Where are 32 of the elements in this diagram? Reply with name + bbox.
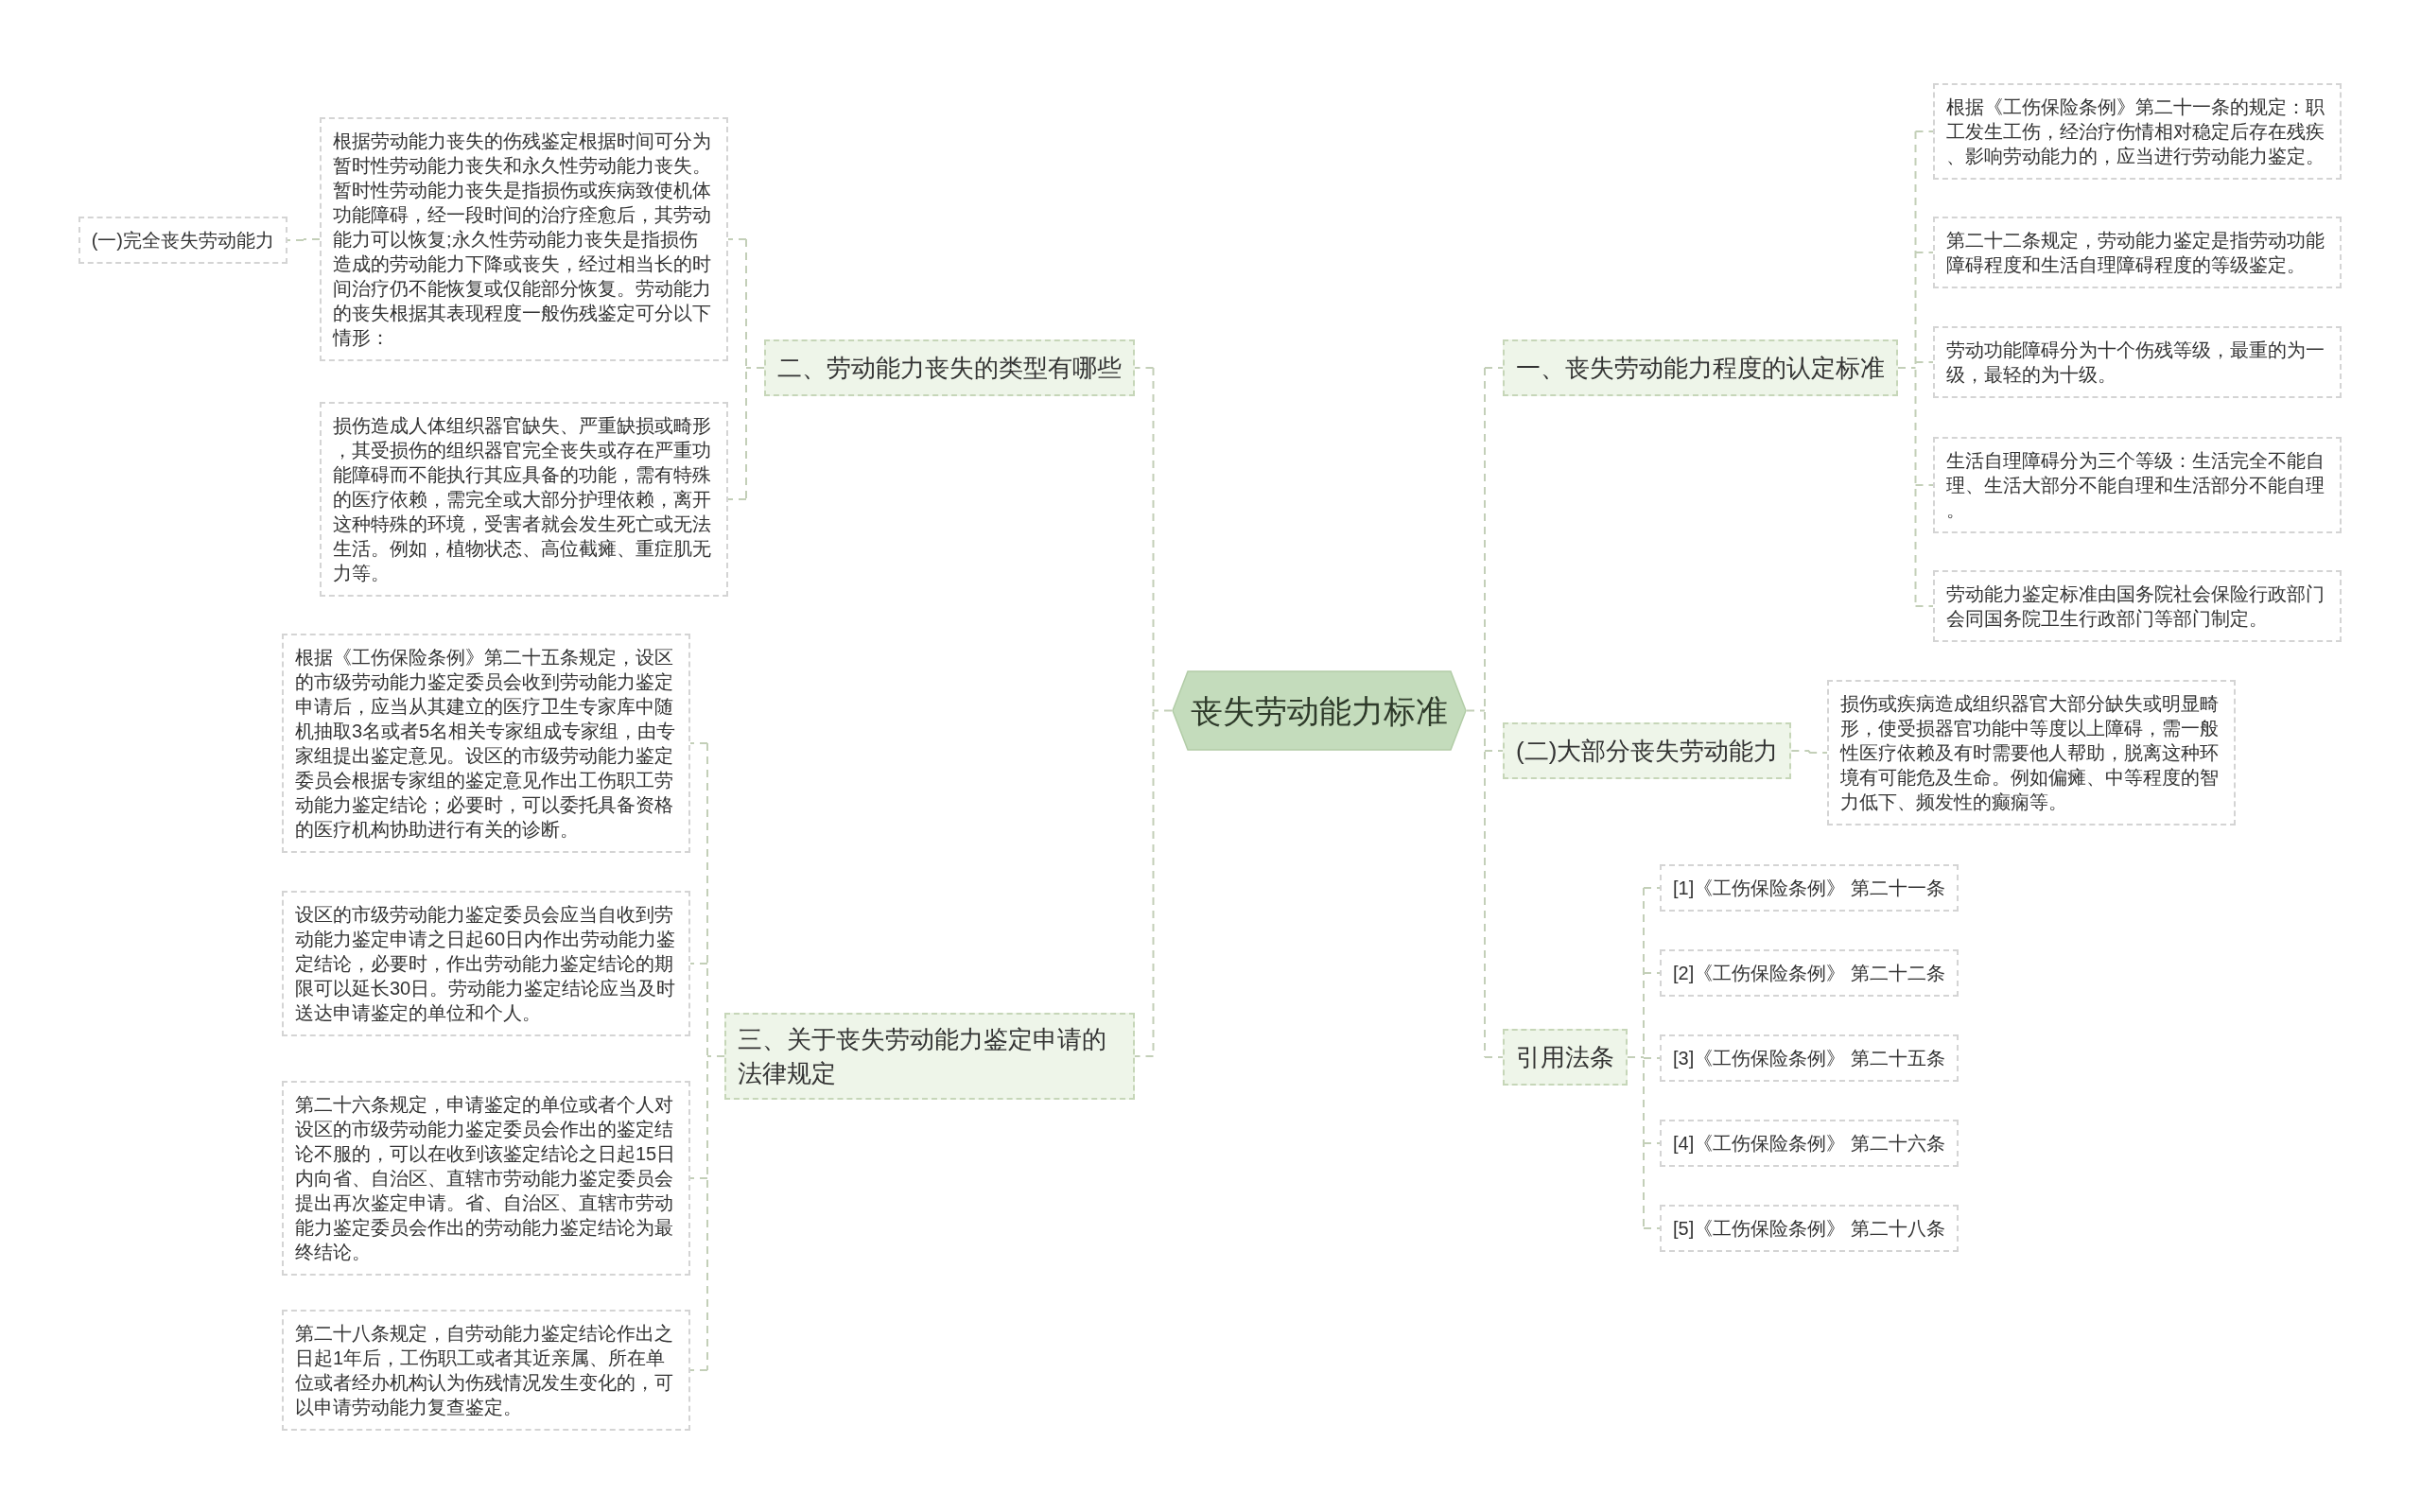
branch-topic: 三、关于丧失劳动能力鉴定申请的法律规定 <box>724 1013 1135 1100</box>
branch-topic: (二)大部分丧失劳动能力 <box>1503 722 1792 779</box>
note-card: [5]《工伤保险条例》 第二十八条 <box>1660 1205 1959 1252</box>
connector-line <box>1134 367 1173 1057</box>
connector-line <box>287 238 321 241</box>
connector-line <box>689 742 725 1371</box>
note-card: 生活自理障碍分为三个等级：生活完全不能自理、生活大部分不能自理和生活部分不能自理。 <box>1933 437 2342 533</box>
connector-line <box>1790 750 1828 754</box>
note-card: (一)完全丧失劳动能力 <box>78 217 287 264</box>
central-topic-hexagon: 丧失劳动能力标准 <box>1172 670 1467 751</box>
branch-topic: 二、劳动能力丧失的类型有哪些 <box>764 339 1135 396</box>
connector-line <box>1897 130 1934 607</box>
note-card: [4]《工伤保险条例》 第二十六条 <box>1660 1120 1959 1167</box>
note-card: 第二十二条规定，劳动能力鉴定是指劳动功能障碍程度和生活自理障碍程度的等级鉴定。 <box>1933 217 2342 288</box>
connector-line <box>1466 367 1504 1058</box>
note-card: [3]《工伤保险条例》 第二十五条 <box>1660 1034 1959 1082</box>
note-card: 根据《工伤保险条例》第二十一条的规定：职工发生工伤，经治疗伤情相对稳定后存在残疾、影响劳动能力的，应当进行劳动能力鉴定。 <box>1933 83 2342 180</box>
note-card: 劳动能力鉴定标准由国务院社会保险行政部门会同国务院卫生行政部门等部门制定。 <box>1933 570 2342 642</box>
connector-line <box>1627 887 1661 1229</box>
branch-topic: 一、丧失劳动能力程度的认定标准 <box>1503 339 1898 396</box>
note-card: 劳动功能障碍分为十个伤残等级，最重的为一级，最轻的为十级。 <box>1933 326 2342 398</box>
branch-topic: 引用法条 <box>1503 1029 1628 1086</box>
connector-line <box>727 238 765 500</box>
note-card: 第二十六条规定，申请鉴定的单位或者个人对设区的市级劳动能力鉴定委员会作出的鉴定结论不服的，可以在收到该鉴定结论之日起15日内向省、自治区、直辖市劳动能力鉴定委员会提出再次鉴定申请。省、自治区、直辖市劳动能力鉴定委员会作出的劳动能力鉴定结论为最终结论。 <box>282 1081 690 1276</box>
note-card: 损伤或疾病造成组织器官大部分缺失或明显畸形，使受损器官功能中等度以上障碍，需一般性医疗依赖及有时需要他人帮助，脱离这种环境有可能危及生命。例如偏瘫、中等程度的智力低下、频发性的癫痫等。 <box>1827 680 2236 826</box>
note-card: 损伤造成人体组织器官缺失、严重缺损或畸形，其受损伤的组织器官完全丧失或存在严重功能障碍而不能执行其应具备的功能，需有特殊的医疗依赖，需完全或大部分护理依赖，离开这种特殊的环境，受害者就会发生死亡或无法生活。例如，植物状态、高位截瘫、重症肌无力等。 <box>320 402 728 597</box>
note-card: 设区的市级劳动能力鉴定委员会应当自收到劳动能力鉴定申请之日起60日内作出劳动能力鉴定结论，必要时，作出劳动能力鉴定结论的期限可以延长30日。劳动能力鉴定结论应当及时送达申请鉴定的单位和个人。 <box>282 891 690 1036</box>
note-card: 根据劳动能力丧失的伤残鉴定根据时间可分为暂时性劳动能力丧失和永久性劳动能力丧失。暂时性劳动能力丧失是指损伤或疾病致使机体功能障碍，经一段时间的治疗痊愈后，其劳动能力可以恢复;永久性劳动能力丧失是指损伤造成的劳动能力下降或丧失，经过相当长的时间治疗仍不能恢复或仅能部分恢复。劳动能力的丧失根据其表现程度一般伤残鉴定可分以下情形： <box>320 117 728 361</box>
note-card: 根据《工伤保险条例》第二十五条规定，设区的市级劳动能力鉴定委员会收到劳动能力鉴定申请后，应当从其建立的医疗卫生专家库中随机抽取3名或者5名相关专家组成专家组，由专家组提出鉴定意见。设区的市级劳动能力鉴定委员会根据专家组的鉴定意见作出工伤职工劳动能力鉴定结论；必要时，可以委托具备资格的医疗机构协助进行有关的诊断。 <box>282 634 690 853</box>
note-card: [2]《工伤保险条例》 第二十二条 <box>1660 949 1959 997</box>
note-card: [1]《工伤保险条例》 第二十一条 <box>1660 864 1959 912</box>
note-card: 第二十八条规定，自劳动能力鉴定结论作出之日起1年后，工伤职工或者其近亲属、所在单位或者经办机构认为伤残情况发生变化的，可以申请劳动能力复查鉴定。 <box>282 1310 690 1431</box>
